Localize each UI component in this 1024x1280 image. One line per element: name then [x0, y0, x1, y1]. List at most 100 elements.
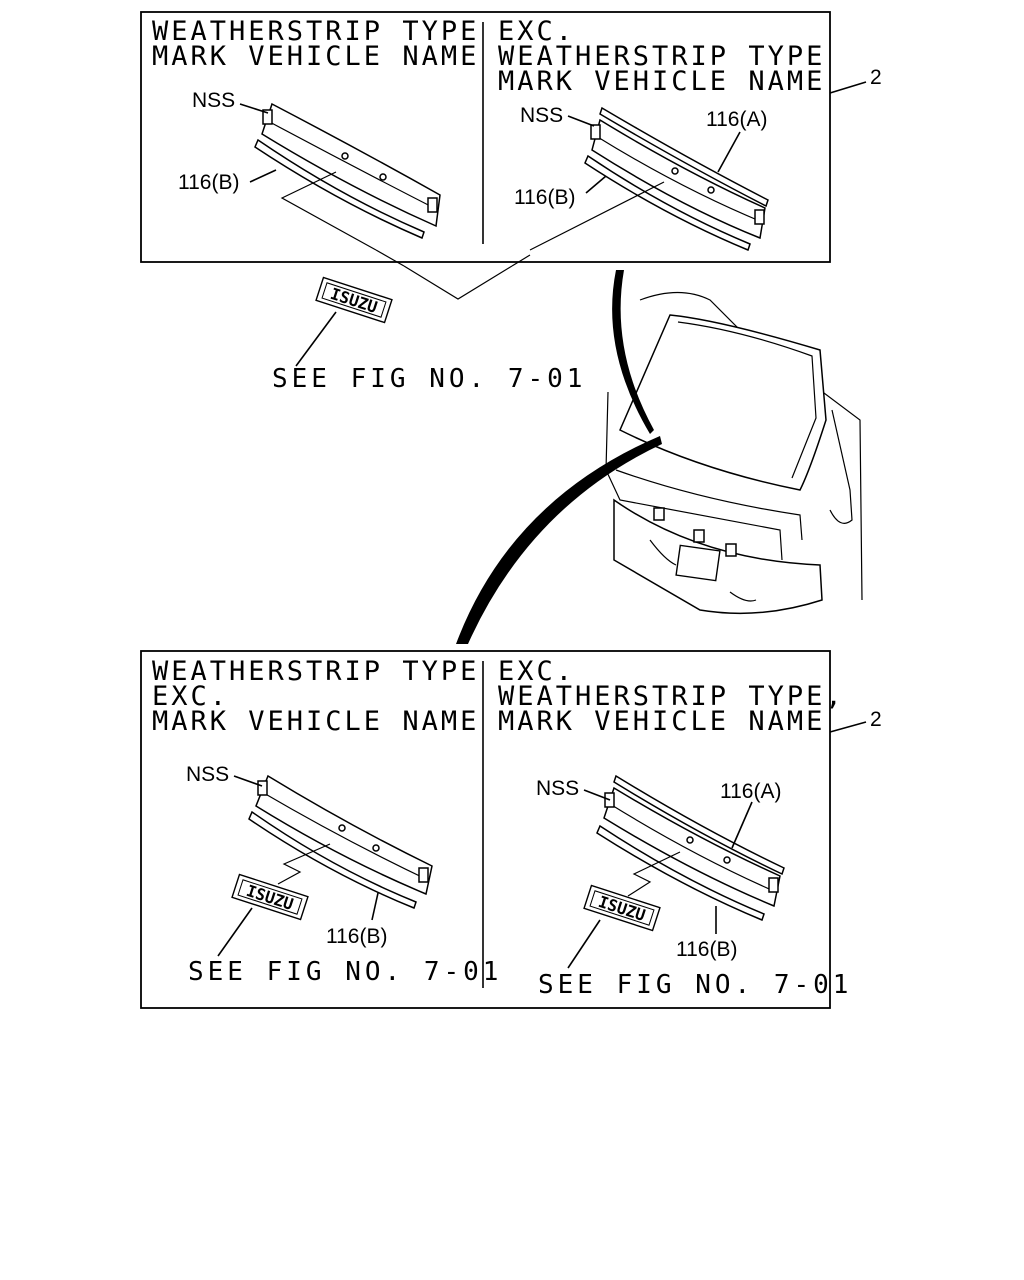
- top-left-badge-leader-ext: [375, 249, 405, 267]
- bottom-right-badge-leader: [627, 851, 681, 897]
- bottom-left-header-line-3: MARK VEHICLE NAME: [152, 706, 479, 737]
- bottom-right-hole-2: [723, 856, 731, 864]
- top-callout-leader: [829, 81, 867, 94]
- bottom-callout-number: 2: [870, 708, 882, 731]
- top-panel: WEATHERSTRIP TYPE MARK VEHICLE NAME EXC.…: [140, 11, 882, 394]
- top-left-hole-1: [341, 152, 349, 160]
- top-see-fig-leader: [295, 311, 337, 367]
- bottom-panel-frame: [140, 650, 831, 1009]
- bottom-right-nss-leader: [583, 789, 611, 801]
- top-right-clip-right: [754, 209, 765, 225]
- top-right-label-a: 116(A): [706, 108, 767, 131]
- bottom-right-strip-b: [596, 824, 765, 922]
- bottom-right-a-leader: [731, 801, 753, 849]
- bottom-callout-leader: [829, 721, 867, 733]
- vehicle-light-left: [649, 539, 677, 566]
- top-right-nss-leader: [567, 115, 595, 127]
- bottom-left-see-fig-leader: [217, 907, 253, 957]
- top-right-clip-left: [590, 124, 601, 140]
- vehicle-roof-outline: [639, 291, 863, 601]
- bottom-left-hole-1: [338, 824, 346, 832]
- top-right-b-leader: [585, 175, 607, 194]
- top-isuzu-badge: ISUZU: [315, 276, 393, 324]
- bottom-left-nss-leader: [233, 775, 263, 787]
- top-right-header-line-1: EXC.: [498, 16, 575, 47]
- bottom-right-hole-1: [686, 836, 694, 844]
- bottom-right-clip-right: [768, 877, 779, 893]
- vehicle-hardware: [653, 507, 737, 557]
- top-left-badge-leader: [280, 171, 377, 251]
- top-right-garnish-edge: [595, 135, 763, 223]
- bottom-right-garnish-edge: [609, 803, 777, 893]
- top-panel-frame: [140, 11, 831, 263]
- top-left-strip-b: [254, 138, 425, 240]
- bottom-panel: WEATHERSTRIP TYPE EXC. MARK VEHICLE NAME…: [140, 650, 882, 1009]
- vehicle-window: [677, 321, 817, 479]
- top-right-garnish: [591, 118, 766, 240]
- vehicle-side-body: [829, 409, 853, 524]
- bottom-right-garnish: [603, 786, 781, 908]
- top-left-garnish-edge: [265, 119, 439, 211]
- bottom-left-clip-right: [418, 867, 429, 883]
- bottom-right-strip-a: [613, 774, 785, 876]
- top-badge-junction: [403, 265, 513, 300]
- top-right-hole-2: [707, 186, 715, 194]
- top-left-clip-right: [427, 197, 438, 213]
- bottom-left-label-b: 116(B): [326, 925, 387, 948]
- bottom-left-garnish: [255, 774, 433, 896]
- bottom-left-label-nss: NSS: [186, 763, 229, 786]
- bottom-right-see-fig-text: SEE FIG NO. 7-01: [538, 970, 852, 1000]
- lower-pointer-arc: [456, 436, 662, 644]
- bottom-right-label-b: 116(B): [676, 938, 737, 961]
- top-left-hole-2: [379, 173, 387, 181]
- bottom-left-garnish-edge: [261, 791, 429, 881]
- vehicle-garnish-area: [615, 469, 803, 541]
- bottom-left-header-line-1: WEATHERSTRIP TYPE: [152, 656, 479, 687]
- bottom-left-part-assembly: [248, 774, 433, 909]
- top-right-label-b: 116(B): [514, 186, 575, 209]
- vehicle-license-plate: [675, 544, 721, 582]
- top-left-nss-leader: [239, 103, 269, 114]
- vehicle-light-right: [729, 591, 757, 602]
- top-left-label-nss: NSS: [192, 89, 235, 112]
- bottom-right-header-line-1: EXC.: [498, 656, 575, 687]
- top-left-clip-left: [262, 109, 273, 125]
- bottom-left-clip-left: [257, 780, 268, 796]
- bottom-right-part-assembly: [596, 774, 785, 922]
- bottom-left-badge-leader: [277, 843, 331, 885]
- vehicle-rear-door: [619, 314, 827, 491]
- top-right-strip-a: [599, 106, 769, 208]
- bottom-left-header-line-2: EXC.: [152, 681, 229, 712]
- top-left-part-assembly: [254, 102, 441, 240]
- top-left-header-line-2: MARK VEHICLE NAME: [152, 41, 479, 72]
- bottom-right-label-nss: NSS: [536, 777, 579, 800]
- bottom-left-see-fig-text: SEE FIG NO. 7-01: [188, 957, 502, 987]
- top-left-header-line-1: WEATHERSTRIP TYPE: [152, 16, 479, 47]
- vehicle-body-side: [605, 391, 783, 561]
- top-right-header-line-3: MARK VEHICLE NAME: [498, 66, 825, 97]
- bottom-right-see-fig-leader: [567, 919, 601, 969]
- top-right-part-assembly: [584, 106, 769, 252]
- vehicle-illustration: [456, 270, 863, 644]
- bottom-left-hole-2: [372, 844, 380, 852]
- bottom-right-isuzu-badge: ISUZU: [583, 884, 661, 932]
- top-right-hole-1: [671, 167, 679, 175]
- bottom-right-header-line-2: WEATHERSTRIP TYPE,: [498, 681, 845, 712]
- top-right-header-line-2: WEATHERSTRIP TYPE: [498, 41, 825, 72]
- top-callout-number: 2: [870, 66, 882, 89]
- upper-pointer-arc: [612, 270, 654, 434]
- bottom-left-isuzu-badge: ISUZU: [231, 873, 309, 921]
- top-left-label-b: 116(B): [178, 171, 239, 194]
- top-right-label-nss: NSS: [520, 104, 563, 127]
- bottom-right-header-line-3: MARK VEHICLE NAME: [498, 706, 825, 737]
- top-left-b-leader: [249, 169, 277, 183]
- top-badge-junction-right: [511, 254, 531, 267]
- bottom-right-label-a: 116(A): [720, 780, 781, 803]
- top-see-fig-text: SEE FIG NO. 7-01: [272, 364, 586, 394]
- bottom-left-strip-b: [248, 810, 417, 909]
- top-right-a-leader: [717, 131, 741, 173]
- bottom-left-b-leader: [371, 892, 379, 921]
- top-right-strip-b: [584, 154, 751, 252]
- top-right-badge-leader: [529, 181, 665, 251]
